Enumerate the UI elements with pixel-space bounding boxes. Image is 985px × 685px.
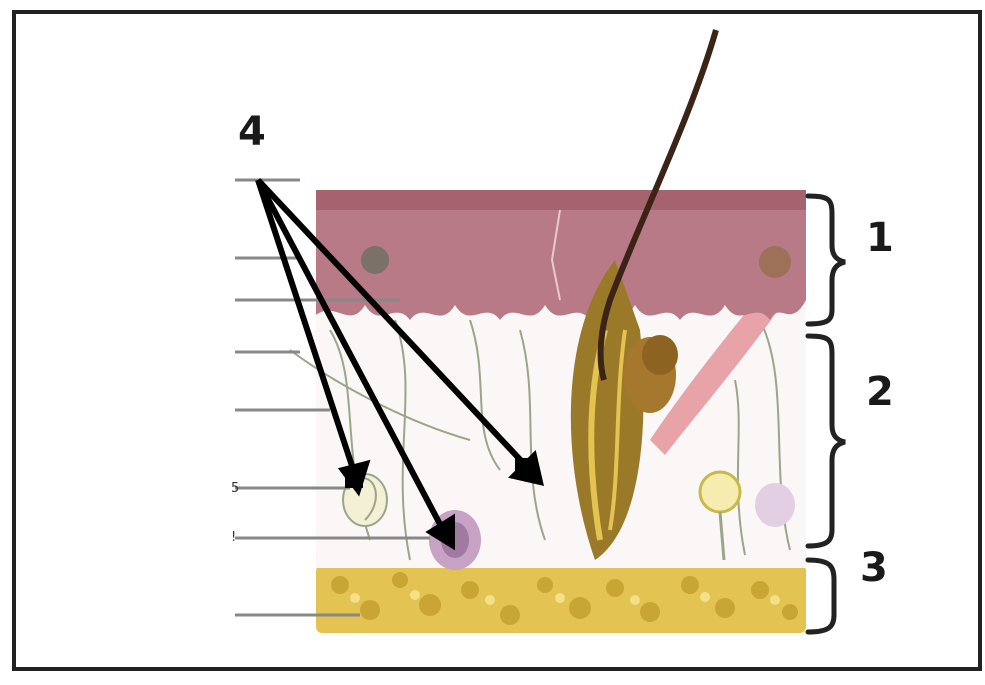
side-label-b: ! <box>231 531 236 544</box>
label-4: 4 <box>238 112 266 152</box>
arrow-tip-box-2 <box>515 458 535 478</box>
label-2-dermis: 2 <box>866 372 894 412</box>
hypodermis-layer <box>316 565 806 633</box>
side-label-a: 5 <box>231 482 239 495</box>
label-1-epidermis: 1 <box>866 218 894 258</box>
arrow-tip-box <box>345 468 363 488</box>
label-3-hypodermis: 3 <box>860 548 888 588</box>
